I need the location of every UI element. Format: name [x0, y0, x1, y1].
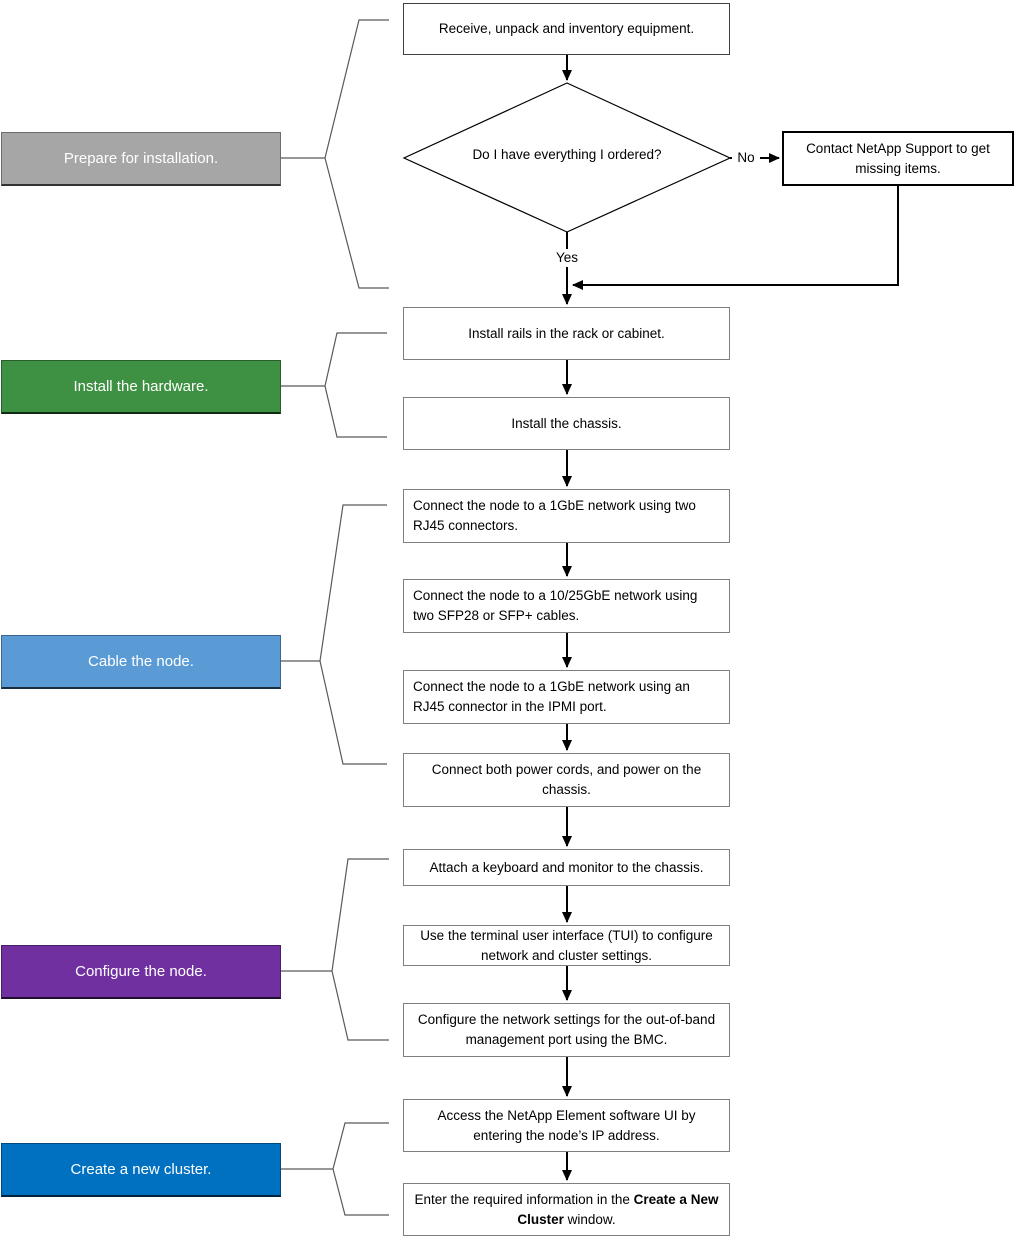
text-segment: Enter the required information in the: [414, 1191, 634, 1207]
step-contact-support: Contact NetApp Support to get missing it…: [782, 131, 1014, 186]
section-label: Create a new cluster.: [70, 1161, 212, 1178]
step-enter-cluster-info-text: Enter the required information in the Cr…: [414, 1190, 719, 1229]
step-cable-1gbe-rj45: Connect the node to a 1GbE network using…: [403, 489, 730, 543]
section-label: Cable the node.: [88, 653, 194, 670]
step-configure-bmc: Configure the network settings for the o…: [403, 1003, 730, 1057]
step-power-on: Connect both power cords, and power on t…: [403, 753, 730, 807]
step-attach-keyboard-monitor: Attach a keyboard and monitor to the cha…: [403, 849, 730, 886]
section-box-configure-node: Configure the node.: [1, 945, 281, 999]
section-label: Install the hardware.: [73, 378, 209, 395]
step-cable-ipmi: Connect the node to a 1GbE network using…: [403, 670, 730, 724]
yes-label: Yes: [546, 249, 588, 267]
step-cable-10-25gbe-sfp: Connect the node to a 10/25GbE network u…: [403, 579, 730, 633]
section-box-create-cluster: Create a new cluster.: [1, 1143, 281, 1197]
step-receive-equipment: Receive, unpack and inventory equipment.: [403, 3, 730, 55]
step-access-element-ui: Access the NetApp Element software UI by…: [403, 1099, 730, 1152]
section-label: Prepare for installation.: [63, 150, 219, 167]
step-enter-cluster-info: Enter the required information in the Cr…: [403, 1183, 730, 1236]
no-label: No: [732, 149, 760, 167]
decision-question: Do I have everything I ordered?: [472, 147, 662, 162]
section-brackets: [279, 19, 389, 1216]
step-install-rails: Install rails in the rack or cabinet.: [403, 307, 730, 360]
section-label: Configure the node.: [75, 963, 207, 980]
section-box-install-hardware: Install the hardware.: [1, 360, 281, 414]
text-segment: window.: [563, 1211, 616, 1227]
section-box-prepare: Prepare for installation.: [1, 132, 281, 186]
section-box-cable-node: Cable the node.: [1, 635, 281, 689]
text-segment-bold: Create a New Cluster: [517, 1191, 719, 1227]
step-install-chassis: Install the chassis.: [403, 397, 730, 450]
step-use-tui: Use the terminal user interface (TUI) to…: [403, 925, 730, 966]
